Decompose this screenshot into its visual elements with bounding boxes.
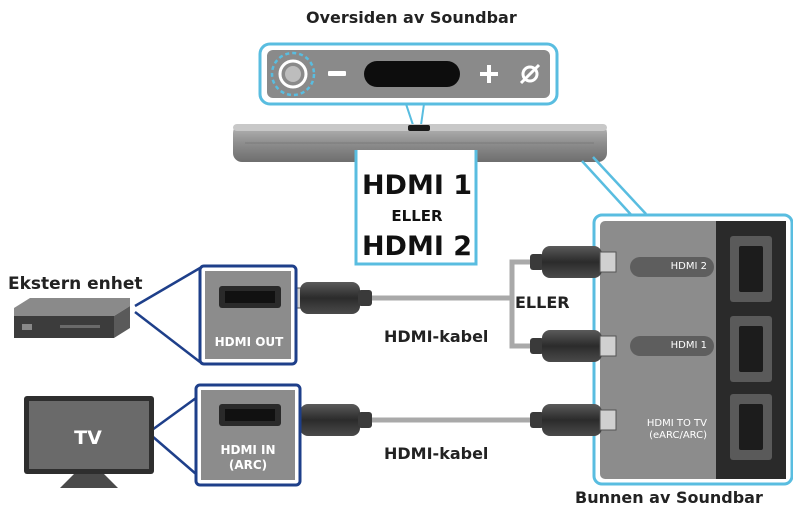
pointer-line <box>151 396 197 432</box>
hdmi2-socket <box>730 236 772 302</box>
soundbar-bottom-panel <box>592 213 793 486</box>
soundbar-top-title: Oversiden av Soundbar <box>306 8 517 27</box>
cable-label-bottom: HDMI-kabel <box>384 444 489 463</box>
tv-icon <box>24 396 154 488</box>
power-button-icon <box>270 51 316 97</box>
hdmi1-callout-label: HDMI 1 <box>361 170 473 201</box>
hdmi-in-line1: HDMI IN <box>220 443 276 457</box>
hdmi1-socket <box>730 316 772 382</box>
hdmi-to-tv-line1: HDMI TO TV <box>646 418 707 429</box>
soundbar-body <box>233 124 607 162</box>
pointer-line <box>134 266 201 308</box>
callout-line <box>581 160 636 220</box>
hdmi-to-tv-line2: (eARC/ARC) <box>649 430 707 441</box>
port-callout-box <box>354 150 478 266</box>
hdmi-in-line2: (ARC) <box>228 458 268 472</box>
hdmi-plug-right-top <box>530 246 617 278</box>
or-callout-label: ELLER <box>391 207 443 225</box>
hdmi-out-label: HDMI OUT <box>214 335 284 349</box>
cable-label-top: HDMI-kabel <box>384 327 489 346</box>
cable-external <box>370 259 532 349</box>
soundbar-hdmi1-label: HDMI 1 <box>670 340 707 351</box>
pointer-line <box>151 435 197 475</box>
callout-line <box>420 103 425 126</box>
external-device-port-frame <box>198 264 298 366</box>
hdmi-plug-right-bottom <box>530 404 617 436</box>
hdmi-plug-right-middle <box>530 330 617 362</box>
tv-label: TV <box>74 427 102 449</box>
display-window <box>364 61 460 87</box>
soundbar-hdmi2-label: HDMI 2 <box>670 261 707 272</box>
external-device-label: Ekstern enhet <box>8 274 143 294</box>
or-cable-label: ELLER <box>515 293 570 312</box>
soundbar-hdmi-to-tv-label: HDMI TO TV (eARC/ARC) <box>615 418 707 442</box>
hdmi2-callout-label: HDMI 2 <box>361 231 473 262</box>
external-device-icon <box>14 298 130 338</box>
plus-icon <box>480 65 498 83</box>
callout-line <box>592 156 647 215</box>
soundbar-top-panel <box>258 42 559 106</box>
callout-line <box>405 103 414 126</box>
hdmi-plug-left-top <box>287 282 372 314</box>
minus-icon <box>328 71 346 76</box>
pointer-line <box>134 311 201 363</box>
hdmi-to-tv-socket <box>730 394 772 460</box>
hdmi-in-label: HDMI IN (ARC) <box>203 443 293 473</box>
soundbar-bottom-title: Bunnen av Soundbar <box>575 488 763 507</box>
mute-icon <box>519 63 541 85</box>
tv-port-frame <box>194 383 302 487</box>
